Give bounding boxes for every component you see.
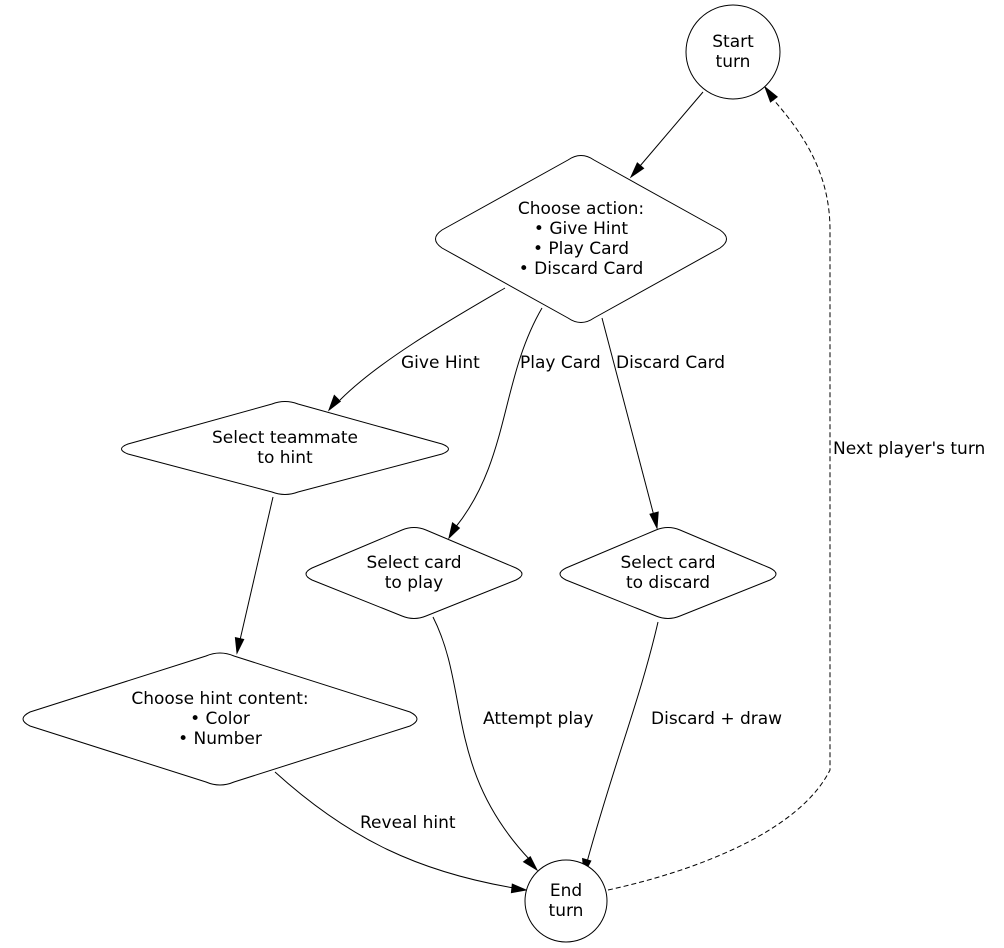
edge-start-to-choose-action	[639, 91, 704, 167]
edge-play-card	[454, 307, 543, 529]
edges	[234, 85, 831, 894]
arrowhead-end-from-play	[522, 855, 539, 872]
node-start-turn: Start turn	[685, 4, 781, 100]
nodes: Start turn Choose action: • Give Hint • …	[22, 4, 781, 943]
choose-hint-line-3: • Number	[178, 729, 262, 749]
edge-discard-draw	[586, 621, 659, 863]
label-attempt-play: Attempt play	[483, 709, 594, 729]
choose-action-line-1: Choose action:	[518, 199, 644, 219]
label-give-hint: Give Hint	[401, 353, 480, 373]
select-teammate-diamond	[121, 401, 449, 495]
edge-attempt-play	[432, 616, 531, 861]
choose-action-diamond	[435, 155, 727, 323]
start-line-2: turn	[716, 52, 751, 72]
select-teammate-line-2: to hint	[257, 448, 313, 468]
edge-next-turn	[607, 97, 831, 891]
edge-give-hint	[339, 287, 506, 401]
select-discard-line-2: to discard	[626, 573, 710, 593]
node-select-card-discard: Select card to discard	[559, 527, 777, 619]
arrowhead-start-from-end	[763, 85, 779, 103]
select-discard-diamond	[559, 527, 777, 619]
choose-action-line-2: • Give Hint	[534, 219, 629, 239]
start-circle	[685, 4, 781, 100]
start-line-1: Start	[712, 32, 754, 52]
choose-hint-diamond	[22, 652, 418, 786]
select-teammate-line-1: Select teammate	[212, 428, 358, 448]
arrowhead-choose-action	[629, 162, 645, 179]
end-circle	[524, 859, 608, 943]
edge-reveal-hint	[274, 771, 515, 889]
edge-teammate-to-hint-content	[239, 496, 274, 641]
choose-action-line-4: • Discard Card	[519, 259, 644, 279]
arrowhead-select-discard	[649, 511, 659, 530]
choose-hint-line-1: Choose hint content:	[131, 689, 308, 709]
label-discard-card: Discard Card	[616, 353, 725, 373]
select-play-line-2: to play	[385, 573, 443, 593]
node-select-teammate: Select teammate to hint	[121, 401, 449, 495]
node-choose-hint-content: Choose hint content: • Color • Number	[22, 652, 418, 786]
edge-labels: Give Hint Play Card Discard Card Attempt…	[360, 353, 985, 833]
node-end-turn: End turn	[524, 859, 608, 943]
select-discard-line-1: Select card	[620, 553, 715, 573]
edge-discard-card	[601, 317, 655, 517]
label-next-turn: Next player's turn	[833, 439, 985, 459]
label-discard-draw: Discard + draw	[651, 709, 782, 729]
label-reveal-hint: Reveal hint	[360, 813, 456, 833]
choose-action-line-3: • Play Card	[533, 239, 629, 259]
select-play-line-1: Select card	[366, 553, 461, 573]
select-play-diamond	[305, 527, 523, 619]
arrowhead-select-play	[448, 522, 461, 540]
arrowhead-end-from-hint	[510, 883, 528, 894]
end-line-2: turn	[549, 901, 584, 921]
arrowhead-choose-hint	[234, 636, 245, 655]
label-play-card: Play Card	[520, 353, 601, 373]
end-line-1: End	[550, 881, 582, 901]
choose-hint-line-2: • Color	[190, 709, 250, 729]
arrowhead-select-teammate	[327, 394, 342, 412]
node-select-card-play: Select card to play	[305, 527, 523, 619]
node-choose-action: Choose action: • Give Hint • Play Card •…	[435, 155, 727, 323]
